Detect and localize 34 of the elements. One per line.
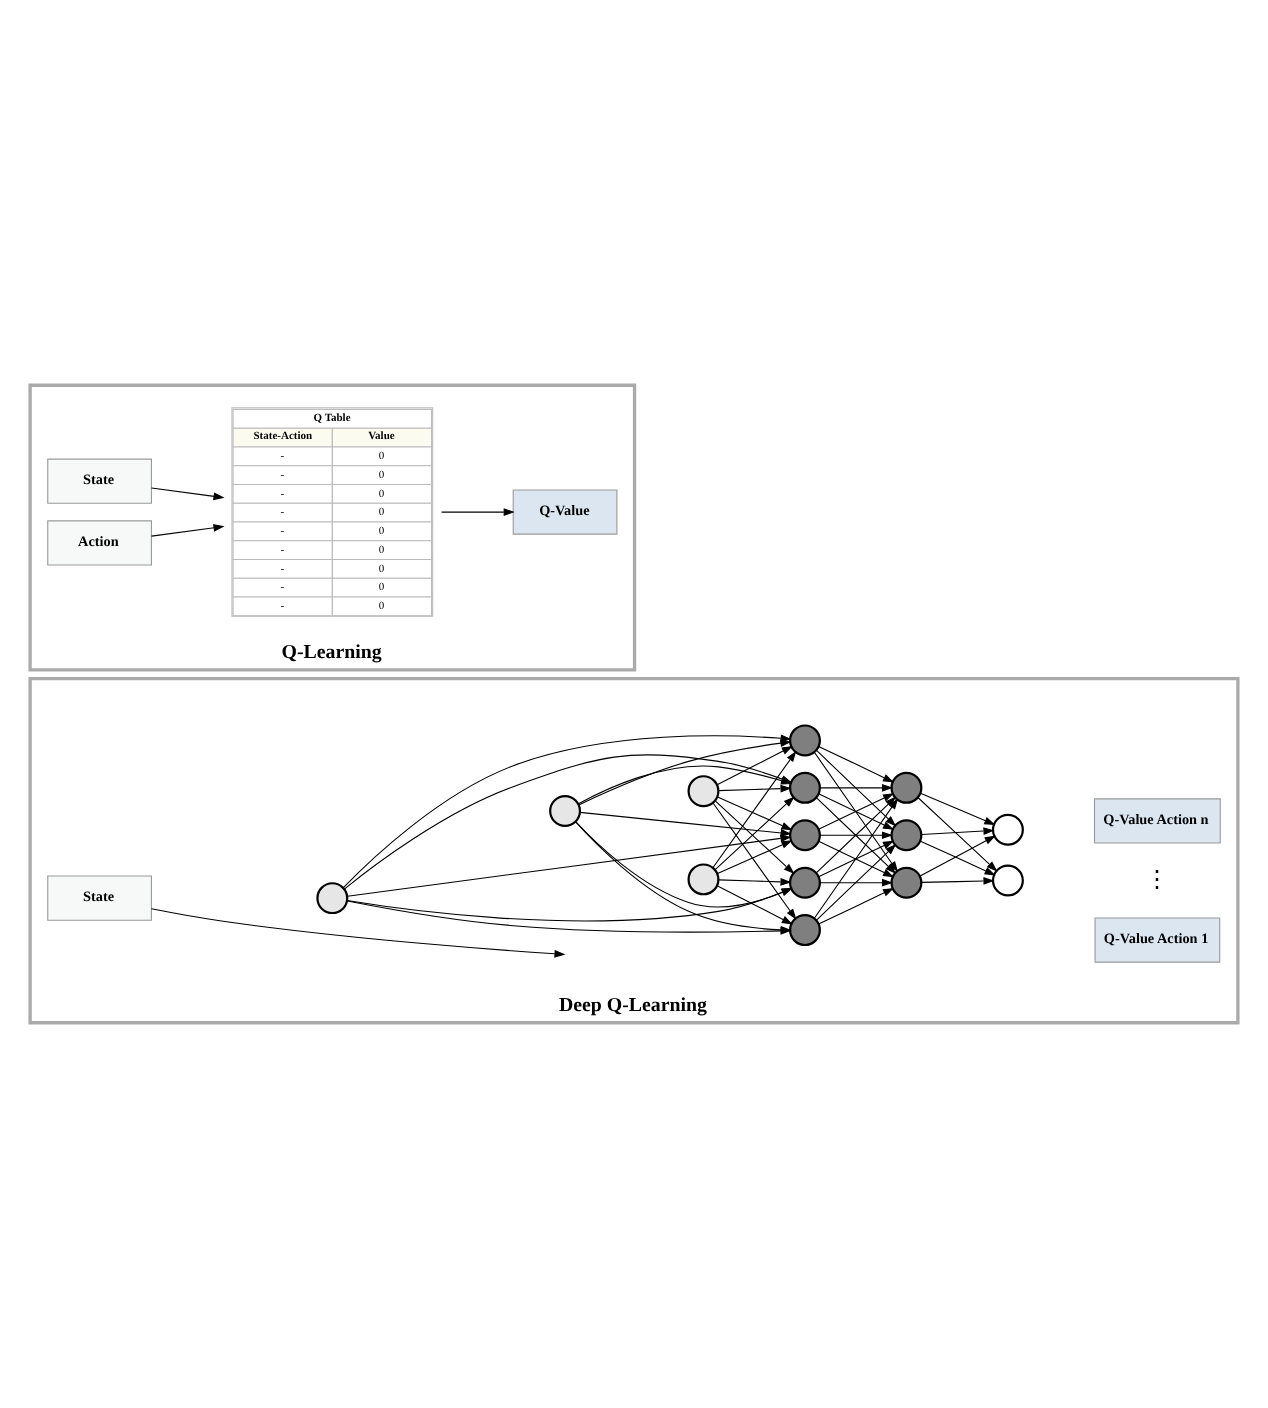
arrow (150, 908, 566, 958)
arrow (717, 840, 793, 875)
arrow (920, 827, 995, 836)
node-circle (316, 882, 349, 915)
arrow (717, 796, 793, 831)
arrow (919, 792, 996, 825)
arrow (917, 797, 998, 872)
node-circle (549, 795, 582, 827)
node-circle (890, 866, 923, 899)
arrow (441, 508, 515, 516)
node-circle (991, 813, 1024, 846)
arrow (579, 811, 792, 837)
node-circle (788, 819, 821, 852)
arrow (717, 784, 792, 793)
arrow (819, 831, 893, 840)
arrow (920, 877, 995, 885)
node-circle (890, 771, 923, 804)
node-circle (788, 866, 821, 899)
arrow (819, 783, 893, 792)
node-circle (890, 819, 923, 852)
arrow (151, 524, 225, 537)
arrow (818, 745, 895, 783)
node-circle (687, 775, 720, 808)
node-circle (788, 914, 821, 947)
arrow (819, 878, 893, 887)
node-circle (788, 724, 821, 757)
node-circle (788, 771, 821, 804)
arrow (818, 793, 895, 830)
node-circle (687, 863, 720, 896)
arrow (818, 888, 895, 925)
arrow (717, 878, 792, 886)
label: ⋮ (1145, 864, 1170, 893)
arrow (151, 487, 225, 501)
node-circle (991, 864, 1024, 897)
